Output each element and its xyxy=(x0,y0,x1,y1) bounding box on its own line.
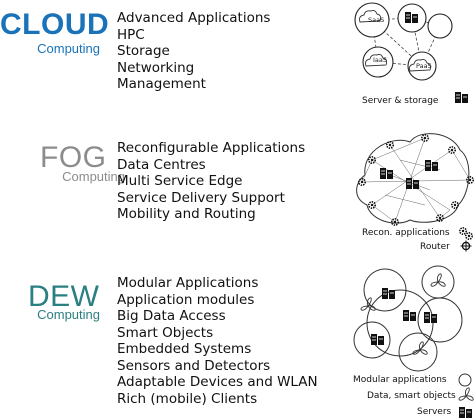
list-item: Big Data Access xyxy=(117,308,226,324)
list-item: HPC xyxy=(117,26,145,43)
gears-icon xyxy=(458,227,468,235)
cloud-network-graphic xyxy=(354,2,453,81)
legend-data-smart-objects: Data, smart objects xyxy=(367,391,456,401)
list-item: Service Delivery Support xyxy=(117,189,285,206)
list-item: Rich (mobile) Clients xyxy=(117,390,258,407)
fog-subtitle: Computing xyxy=(62,169,125,184)
legend-servers: Servers xyxy=(417,407,452,417)
list-item: Multi Service Edge xyxy=(117,173,243,189)
dew-items-list: Modular Applications Application modules… xyxy=(117,275,318,407)
list-item: Modular Applications xyxy=(117,275,259,291)
list-item: Networking xyxy=(117,59,195,76)
list-item: Embedded Systems xyxy=(117,341,252,357)
list-item: Adaptable Devices and WLAN xyxy=(117,374,318,390)
fog-mesh-graphic xyxy=(356,133,474,226)
dew-subtitle: Computing xyxy=(37,307,100,322)
fan-icon xyxy=(458,387,474,401)
legend-modular-applications: Modular applications xyxy=(353,375,447,385)
list-item: Storage xyxy=(117,43,170,59)
cloud-title: CLOUD xyxy=(0,8,110,41)
legend-router: Router xyxy=(420,242,450,252)
server-icon xyxy=(458,406,473,419)
circle-icon xyxy=(458,373,472,387)
dew-title: DEW xyxy=(28,280,100,313)
fog-items-list: Reconfigurable Applications Data Centres… xyxy=(117,140,305,223)
list-item: Data Centres xyxy=(117,156,206,173)
list-item: Sensors and Detectors xyxy=(117,357,271,374)
list-item: Smart Objects xyxy=(117,324,214,341)
cloud-items-list: Advanced Applications HPC Storage Networ… xyxy=(117,10,270,93)
cloud-subtitle: Computing xyxy=(37,41,100,56)
fog-title: FOG xyxy=(40,141,107,174)
list-item: Management xyxy=(117,76,206,92)
list-item: Advanced Applications xyxy=(117,10,271,26)
legend-server-storage: Server & storage xyxy=(362,96,439,106)
list-item: Application modules xyxy=(117,291,255,308)
server-icon xyxy=(454,91,469,104)
cloud-label-saas: SaaS xyxy=(368,16,384,24)
cloud-label-iaas: IaaS xyxy=(373,56,387,64)
cloud-label-paas: PaaS xyxy=(416,62,432,70)
legend-recon-applications: Recon. applications xyxy=(362,228,450,238)
router-icon xyxy=(460,240,472,252)
list-item: Reconfigurable Applications xyxy=(117,140,306,156)
dew-circles-graphic xyxy=(353,265,463,372)
list-item: Mobility and Routing xyxy=(117,206,256,222)
